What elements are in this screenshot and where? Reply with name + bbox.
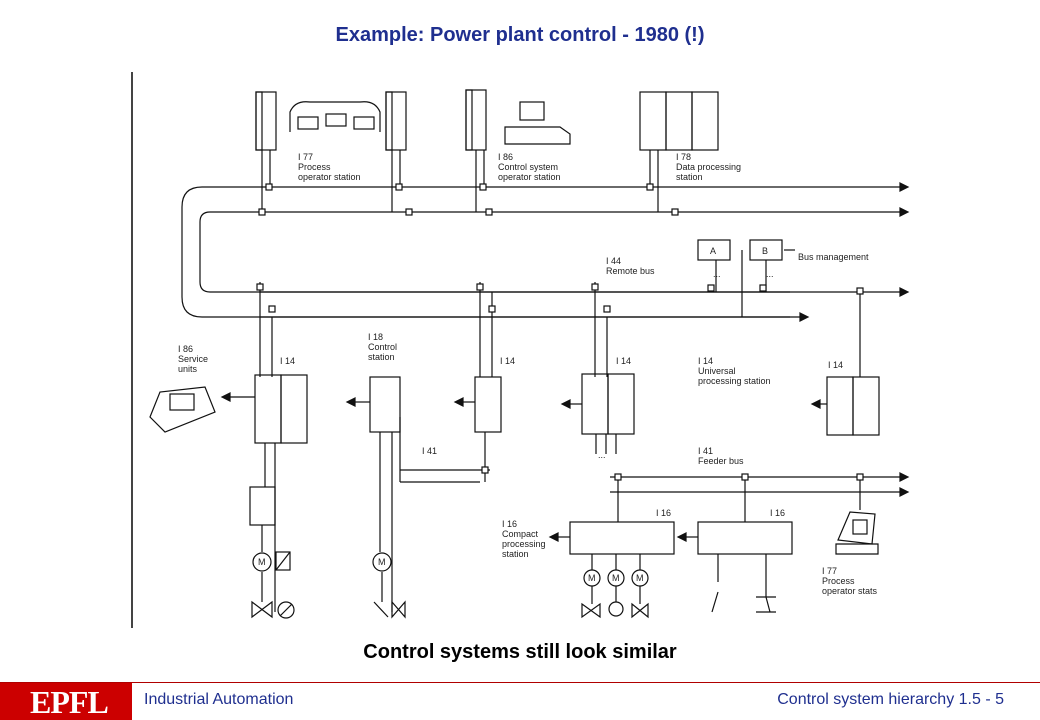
control-system-operator-station [465,89,571,216]
label-i86: I 86 [498,152,513,162]
operator-terminal-icon [835,511,879,555]
processing-station-3 [400,282,502,482]
footer-divider [0,682,1040,683]
epfl-logo: EPFL [30,684,109,720]
label-i77: I 77 [298,152,313,162]
compact-processing-station-1 [548,521,675,619]
plant-bus [181,182,910,318]
label-i14-b: I 14 [500,356,515,366]
svg-text:...: ... [713,269,721,279]
label-i16-b: I 16 [770,508,785,518]
label-service-units: I 86 [178,344,193,354]
control-station [345,376,480,619]
label-operator-stats: I 77 [822,566,837,576]
motor-label: M [258,557,266,567]
processing-station-4 [560,282,635,454]
label-remote-bus: I 44 [606,256,621,266]
motor-label: M [612,573,620,583]
slide-title: Example: Power plant control - 1980 (!) [335,24,705,46]
feeder-bus [610,472,910,522]
slide-caption: Control systems still look similar [363,641,677,663]
label-bus-management: Bus management [798,252,869,262]
processing-station-1 [220,282,308,619]
label-universal: I 14 [698,356,713,366]
footer-course: Industrial Automation [144,691,294,708]
label-control-station: I 18 [368,332,383,342]
footer-section: Control system hierarchy 1.5 - 5 [777,691,1004,708]
label-i14-a: I 14 [280,356,295,366]
label-b: B [762,246,768,256]
svg-text:...: ... [766,269,774,279]
label-a: A [710,246,716,256]
label-feeder-bus: I 41 [698,446,713,456]
motor-label: M [588,573,596,583]
data-processing-station [639,91,719,216]
footer-logo-block [0,683,132,720]
universal-processing-station [810,287,880,436]
process-operator-station [255,91,413,216]
compact-processing-station-2 [676,521,793,613]
label-i14-d: I 14 [828,360,843,370]
label-i41: I 41 [422,446,437,456]
motor-label: M [636,573,644,583]
svg-text:...: ... [598,450,606,460]
label-i78: I 78 [676,152,691,162]
remote-bus [260,287,910,322]
label-i14-c: I 14 [616,356,631,366]
service-terminal-icon [149,386,216,433]
label-i16-a: I 16 [656,508,671,518]
label-compact: I 16 [502,519,517,529]
bus-management [697,239,795,317]
motor-label: M [378,557,386,567]
